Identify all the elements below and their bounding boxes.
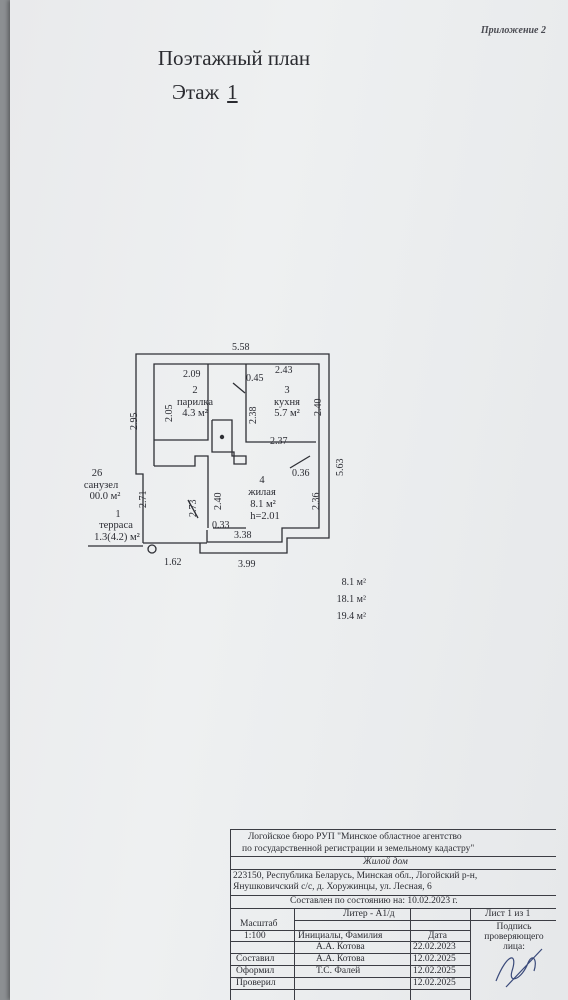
dim-0-36: 0.36 [292, 468, 310, 479]
signature-mark [495, 948, 543, 988]
dim-2-36: 2.36 [311, 493, 322, 511]
dim-2-71: 2.71 [138, 491, 149, 509]
object-name: Жилой дом [363, 857, 408, 867]
col-initials: Инициалы, Фамилия [298, 931, 383, 941]
room-4-number: 4 [259, 475, 265, 486]
total-area-with-terrace: 19.4 м² [336, 611, 366, 622]
dim-3-99: 3.99 [238, 559, 256, 570]
sheet-label: Лист 1 из 1 [485, 909, 531, 919]
row-name-3: Т.С. Фалей [316, 966, 361, 976]
dim-2-43: 2.43 [275, 365, 293, 376]
room-1-name: терраса [99, 520, 133, 531]
wall-bath [154, 455, 209, 528]
org-line-1: Логойское бюро РУП "Минское областное аг… [248, 832, 462, 842]
scale-value: 1:100 [244, 931, 266, 941]
row-role-2: Оформил [236, 966, 275, 976]
row-role-1: Составил [236, 954, 275, 964]
sauna-door [232, 382, 246, 394]
dim-3-38: 3.38 [234, 530, 252, 541]
room-1-number: 1 [115, 509, 120, 520]
page-title: Поэтажный план [157, 46, 311, 70]
dim-0-45: 0.45 [246, 373, 264, 384]
room-2-number: 2 [192, 385, 197, 396]
wall-kitchen-left [245, 364, 316, 443]
address-line-2: Янушковичский с/с, д. Хоружинцы, ул. Лес… [233, 882, 432, 892]
liter-label: Литер - А1/д [343, 909, 395, 919]
dim-2-73: 2.73 [188, 500, 199, 518]
dim-overall-width: 5.58 [232, 342, 250, 353]
room-26-area: 00.0 м² [90, 491, 121, 502]
col-signature: Подпись проверяющего лица: [484, 922, 544, 952]
room-1-area: 1.3(4.2) м² [94, 532, 140, 543]
floor-heading: Этаж 1 [172, 80, 238, 105]
wall-center-core [211, 419, 247, 465]
dim-0-33: 0.33 [212, 520, 230, 531]
org-line-2: по государственной регистрации и земельн… [242, 844, 475, 854]
dim-2-09: 2.09 [183, 369, 201, 380]
wall-sauna [154, 364, 209, 441]
col-date: Дата [428, 931, 447, 941]
dim-2-40-right: 2.40 [313, 399, 324, 417]
dim-1-62: 1.62 [164, 557, 182, 568]
stove-mark [219, 434, 225, 440]
floor-number: 1 [227, 80, 238, 104]
outer-wall-inner [153, 363, 320, 543]
room-4-height: h=2.01 [250, 511, 280, 522]
address-line-1: 223150, Республика Беларусь, Минская обл… [233, 871, 478, 881]
row-date-1: 22.02.2023 [413, 942, 456, 952]
dim-2-40-mid: 2.40 [213, 493, 224, 511]
dim-2-38: 2.38 [248, 407, 259, 425]
appendix-label: Приложение 2 [480, 25, 546, 36]
row-date-3: 12.02.2025 [413, 966, 456, 976]
outer-wall-outer [135, 353, 330, 554]
dim-overall-height: 5.63 [335, 459, 346, 477]
room-3-number: 3 [284, 385, 289, 396]
kitchen-door [289, 455, 311, 469]
row-date-2: 12.02.2025 [413, 954, 456, 964]
room-4-area: 8.1 м² [250, 499, 276, 510]
paper-sheet [10, 0, 568, 1000]
row-date-4: 12.02.2025 [413, 978, 456, 988]
dim-2-37: 2.37 [270, 436, 288, 447]
compiled-date: Составлен по состоянию на: 10.02.2023 г. [290, 896, 458, 906]
total-area: 18.1 м² [336, 594, 366, 605]
total-living-area: 8.1 м² [341, 577, 366, 588]
title-block: Логойское бюро РУП "Минское областное аг… [230, 829, 556, 1000]
room-26-name: санузел [84, 480, 118, 491]
bath-door [187, 499, 199, 519]
room-26-number: 26 [92, 468, 103, 479]
dim-2-95: 2.95 [129, 413, 140, 431]
terrace-post [147, 544, 157, 554]
room-3-name: кухня [274, 397, 300, 408]
room-4-name: жилая [247, 487, 276, 498]
room-2-area: 4.3 м² [182, 408, 208, 419]
row-name-2: А.А. Котова [316, 954, 365, 964]
scale-label: Масштаб [240, 919, 278, 929]
row-name-1: А.А. Котова [316, 942, 365, 952]
dim-2-05: 2.05 [164, 405, 175, 423]
room-3-area: 5.7 м² [274, 408, 300, 419]
room-2-name: парилка [177, 397, 213, 408]
row-role-3: Проверил [236, 978, 276, 988]
floor-label: Этаж [172, 80, 220, 104]
